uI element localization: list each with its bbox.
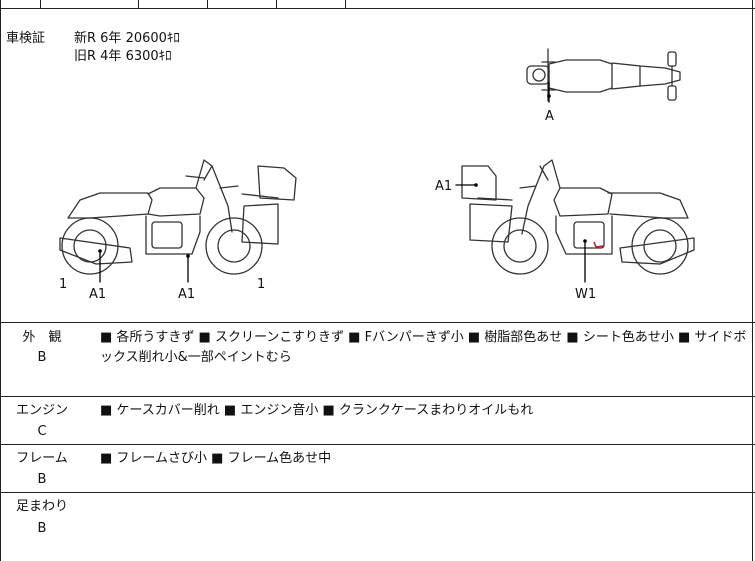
divider: [0, 396, 755, 397]
condition-label: 足まわり: [15, 499, 68, 514]
mark-label: A1: [435, 179, 452, 194]
mark-label: 1: [257, 277, 265, 292]
condition-label: 外 観: [22, 330, 62, 345]
condition-label: フレーム: [16, 451, 68, 466]
damage-mark: [593, 241, 604, 248]
condition-text: ■ 各所うすきず ■ スクリーンこすりきず ■ Fバンパーきず小 ■ 樹脂部色あ…: [100, 330, 747, 365]
condition-label: エンジン: [15, 403, 68, 418]
table-divider: [138, 0, 139, 8]
mark-label: 1: [59, 277, 67, 292]
divider: [0, 322, 755, 323]
table-divider: [207, 0, 208, 8]
motorcycle-right-view: [461, 159, 695, 275]
inspection-label: 車検証: [6, 31, 46, 46]
condition-grade: B: [37, 472, 47, 487]
mark-label: A1: [89, 287, 106, 302]
mark-label: W1: [575, 287, 596, 302]
mark-label: A1: [178, 287, 195, 302]
condition-grade: C: [37, 424, 47, 439]
divider: [0, 8, 755, 9]
divider: [0, 492, 755, 493]
condition-grade: B: [37, 521, 47, 536]
table-divider: [276, 0, 277, 8]
motorcycle-left-view: [59, 159, 297, 275]
motorcycle-top-view: [526, 48, 681, 102]
condition-text: ■ フレームさび小 ■ フレーム色あせ中: [100, 451, 332, 466]
inspection-new-row: 新R 6年 20600ｷﾛ: [74, 31, 180, 46]
table-divider: [345, 0, 346, 8]
motorcycle-diagram: A A1 A1 1 1 A1 W1: [59, 48, 695, 302]
inspection-old-row: 旧R 4年 6300ｷﾛ: [74, 49, 172, 64]
mark-label: A: [545, 109, 554, 124]
divider: [0, 444, 755, 445]
table-divider: [40, 0, 41, 8]
condition-grade: B: [37, 350, 47, 365]
condition-text: ■ ケースカバー削れ ■ エンジン音小 ■ クランクケースまわりオイルもれ: [100, 403, 534, 418]
